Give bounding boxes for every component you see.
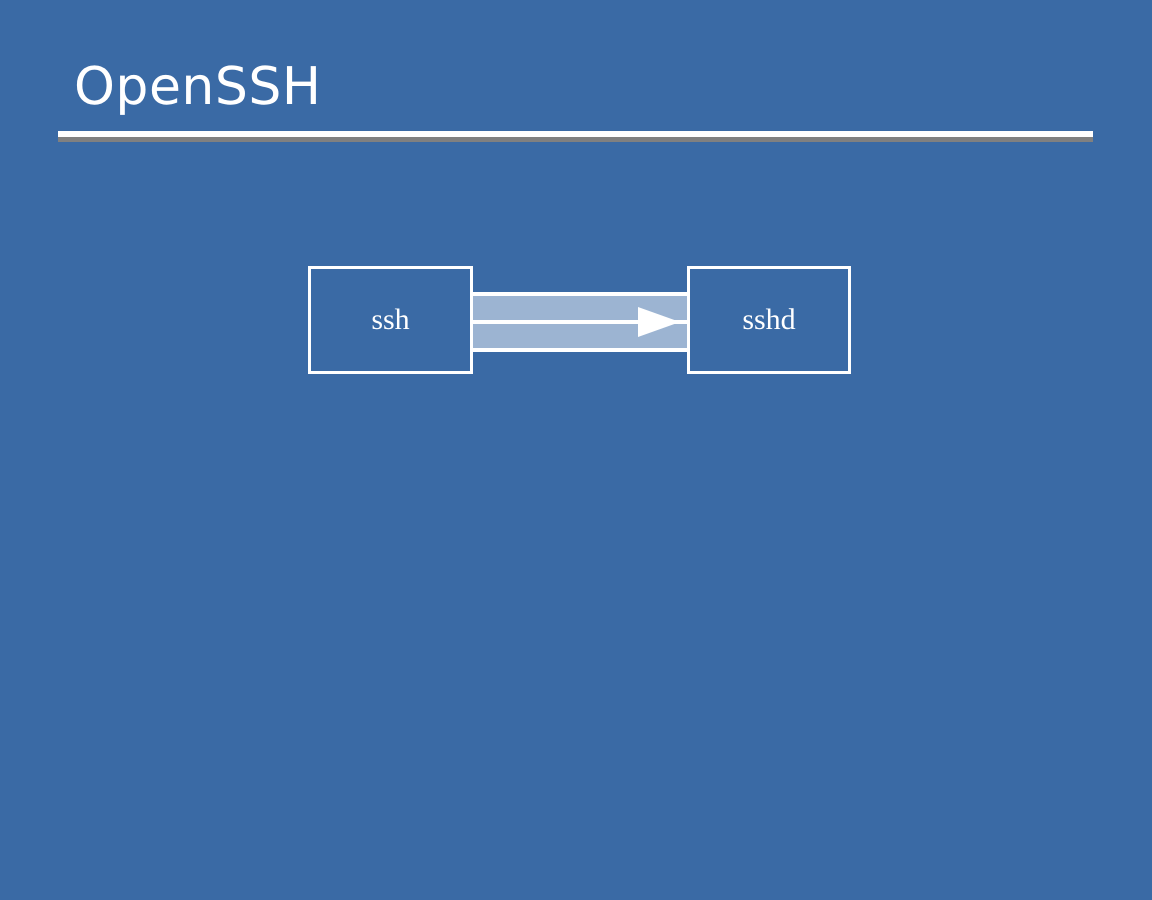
title-divider-line [58,131,1093,137]
page-title: OpenSSH [74,57,322,117]
node-ssh-label: ssh [371,303,410,336]
connector-edge-middle [470,320,690,324]
connector-edge-bottom [470,348,690,352]
node-ssh: ssh [308,266,473,374]
title-divider-shadow [58,137,1093,142]
connector-edge-top [470,292,690,296]
node-sshd: sshd [687,266,851,374]
title-divider [58,131,1093,142]
arrow-right-icon [638,307,680,337]
connector-ssh-to-sshd [470,292,690,352]
node-sshd-label: sshd [742,303,796,336]
